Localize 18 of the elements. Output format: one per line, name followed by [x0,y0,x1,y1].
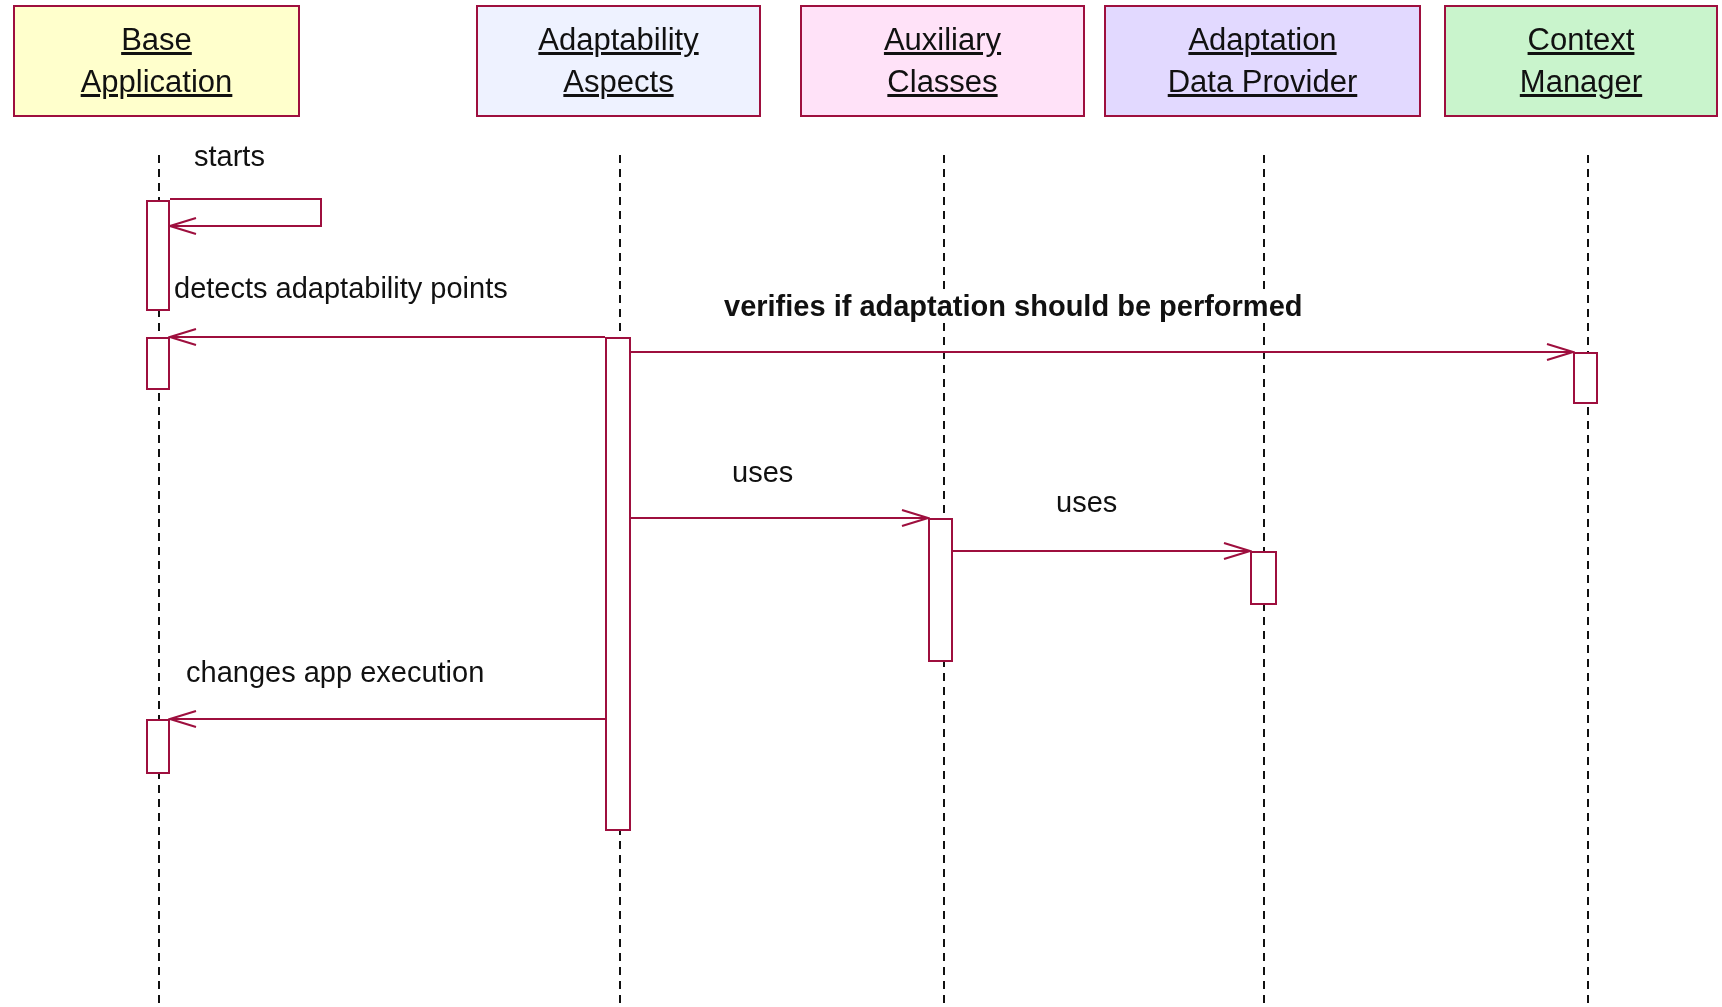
activation-bar [1250,551,1277,605]
participant-box: Adaptation Data Provider [1104,5,1421,117]
participant-box: Base Application [13,5,300,117]
message-arrow [630,343,1574,361]
message-arrow [630,509,929,527]
activation-bar [146,200,170,311]
activation-bar [146,719,170,774]
message-arrow [169,328,606,346]
activation-bar [1573,352,1598,404]
message-arrow [169,198,322,235]
activation-bar [605,337,631,831]
participant-box: Context Manager [1444,5,1718,117]
activation-bar [146,337,170,390]
participant-box: Adaptability Aspects [476,5,761,117]
message-arrow [169,710,606,728]
participant-box: Auxiliary Classes [800,5,1085,117]
message-arrow [952,542,1251,560]
activation-bar [928,518,953,662]
